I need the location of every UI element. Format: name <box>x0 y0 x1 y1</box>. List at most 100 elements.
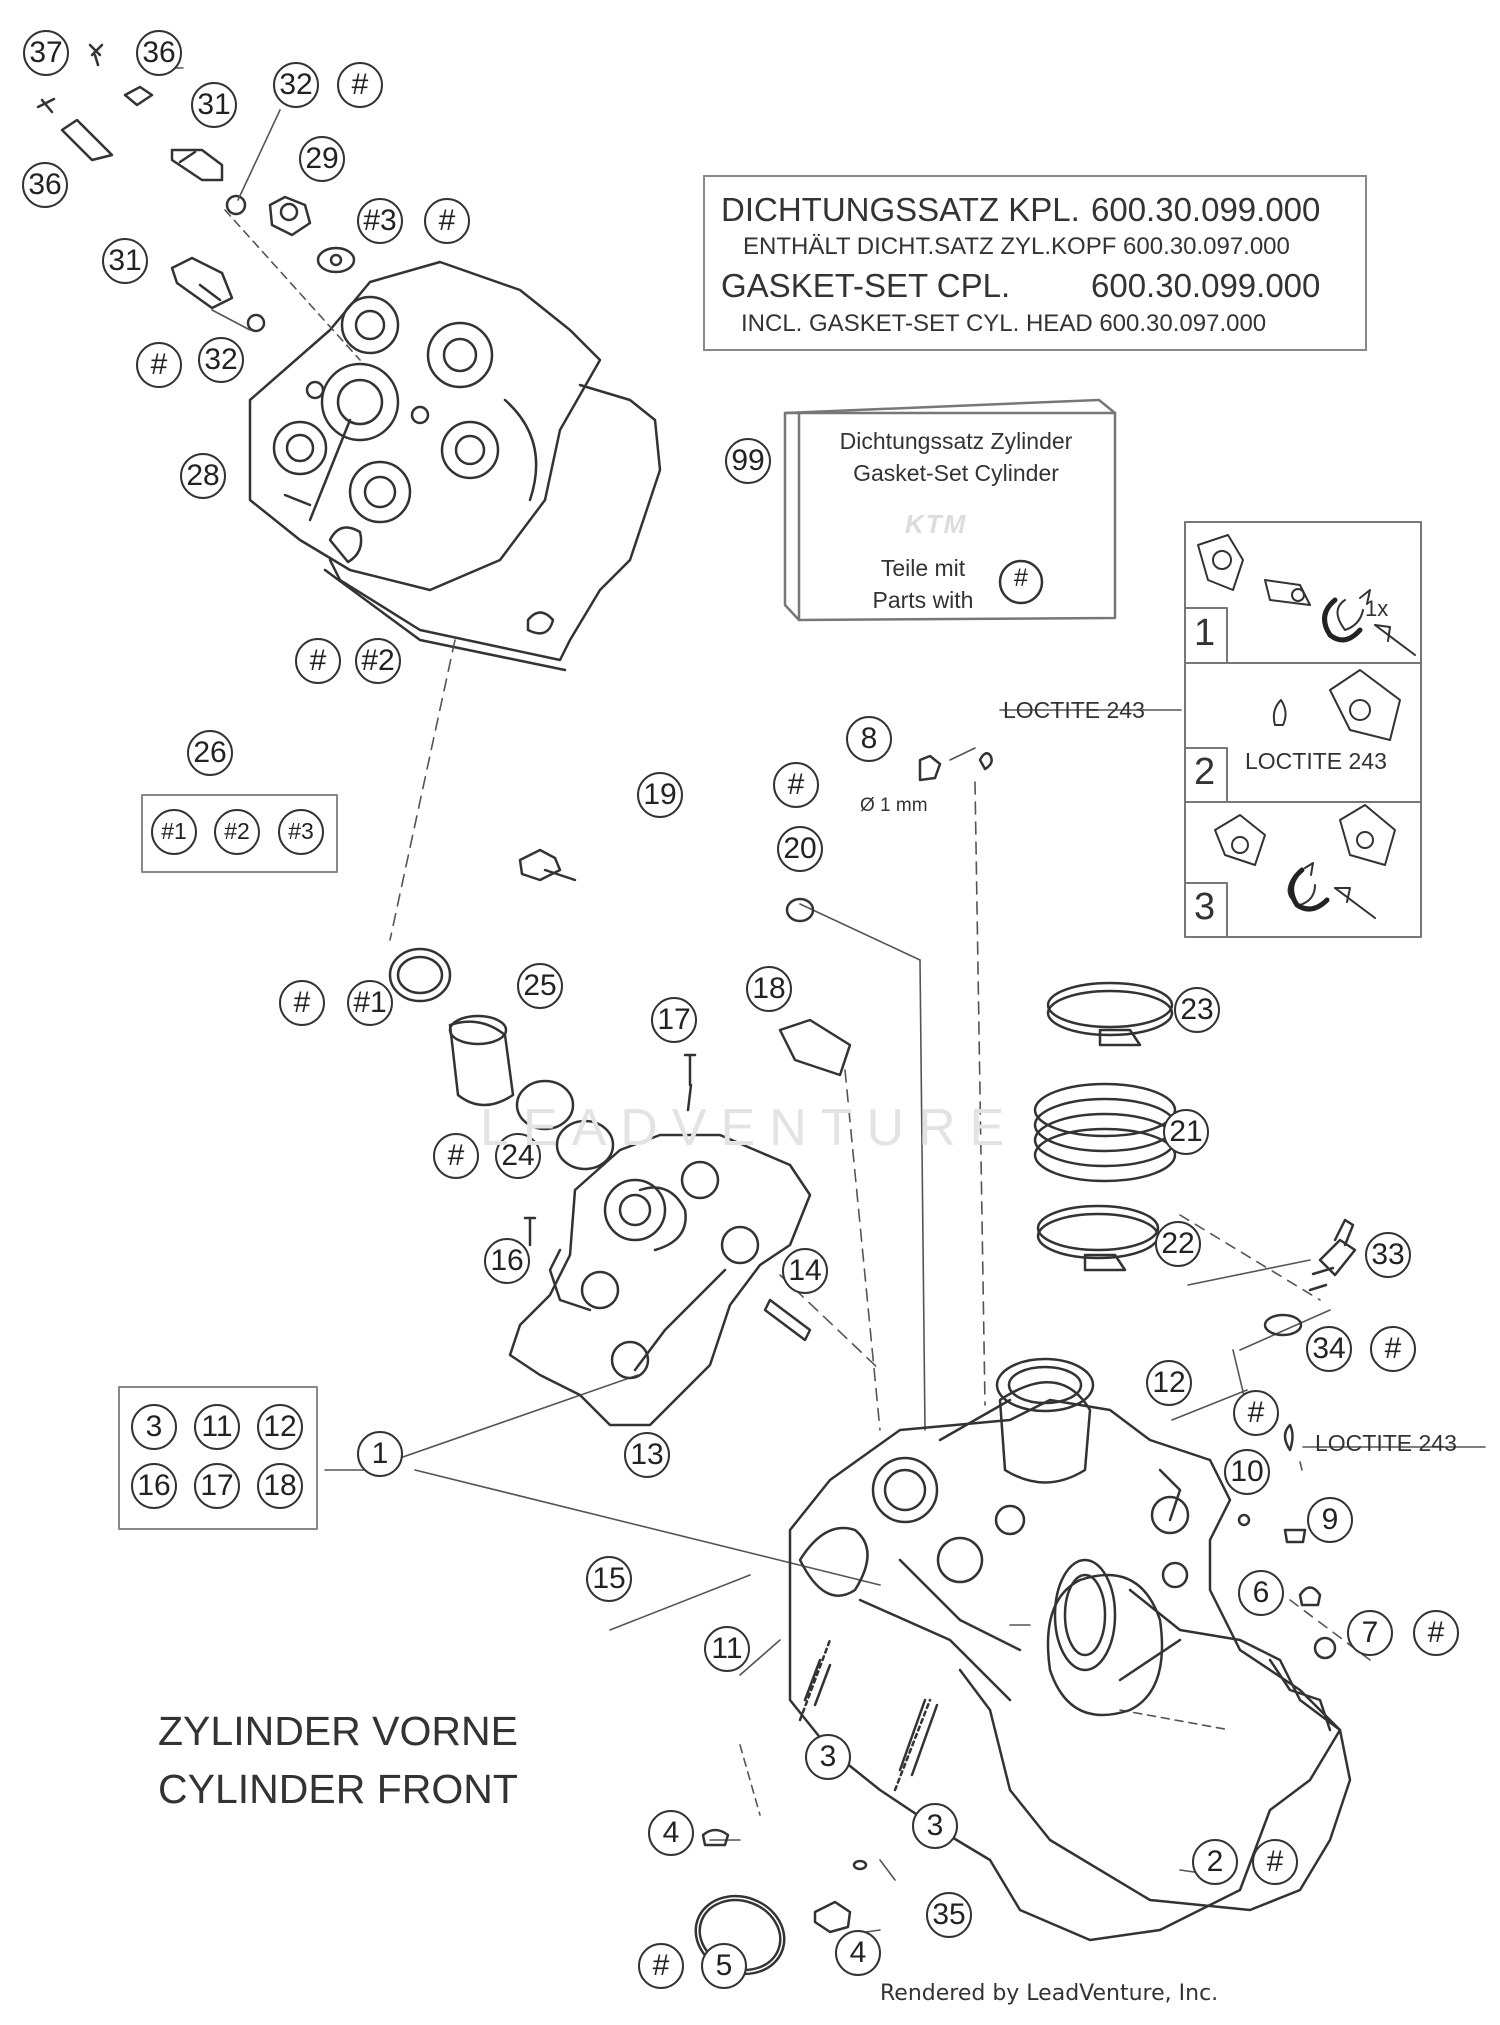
callout-18: 18 <box>746 966 792 1012</box>
group-26-item: #1 <box>151 809 197 855</box>
callout-21: 21 <box>1163 1109 1209 1155</box>
callout-14: 14 <box>782 1248 828 1294</box>
title-line-2: CYLINDER FRONT <box>158 1766 518 1812</box>
callout-13: 13 <box>624 1432 670 1478</box>
group-1-item: 16 <box>131 1463 177 1509</box>
steps-drawings <box>1197 534 1416 919</box>
callout-15: 15 <box>586 1556 632 1602</box>
callout-8: 8 <box>846 716 892 762</box>
step-2-number: 2 <box>1194 751 1216 793</box>
callout-hash2: #2 <box>355 638 401 684</box>
callout-99: 99 <box>725 438 771 484</box>
kit-line4: Parts with <box>872 587 974 613</box>
step-3-number: 3 <box>1194 886 1216 928</box>
group-26-item: #2 <box>214 809 260 855</box>
callout-32: 32 <box>273 62 319 108</box>
kit-box-drawing <box>783 398 1117 622</box>
callout-4: 4 <box>835 1930 881 1976</box>
callout-hash: # <box>1252 1839 1298 1885</box>
callout-22: 22 <box>1155 1221 1201 1267</box>
middle-parts <box>388 752 1357 1660</box>
callout-hash3: #3 <box>357 198 403 244</box>
callout-20: 20 <box>777 826 823 872</box>
callout-33: 33 <box>1365 1232 1411 1278</box>
title-line-1: ZYLINDER VORNE <box>158 1708 518 1754</box>
callout-24: 24 <box>495 1133 541 1179</box>
gasket-line2: ENTHÄLT DICHT.SATZ ZYL.KOPF 600.30.097.0… <box>743 233 1290 260</box>
callout-32: 32 <box>198 337 244 383</box>
gasket-line3-number: 600.30.099.000 <box>1091 267 1321 304</box>
callout-hash: # <box>337 62 383 108</box>
callout-31: 31 <box>102 238 148 284</box>
callout-34: 34 <box>1306 1326 1352 1372</box>
kit-line2: Gasket-Set Cylinder <box>853 460 1059 486</box>
callout-6: 6 <box>1238 1570 1284 1616</box>
kit-line3: Teile mit <box>880 555 966 581</box>
diagram-title: ZYLINDER VORNE CYLINDER FRONT <box>158 1702 518 1818</box>
callout-1: 1 <box>357 1431 403 1477</box>
callout-5: 5 <box>701 1943 747 1989</box>
callout-7: 7 <box>1347 1610 1393 1656</box>
callout-hash: # <box>773 762 819 808</box>
callout-29: 29 <box>299 136 345 182</box>
rotate-arrow-icon <box>1322 597 1363 643</box>
callout-31: 31 <box>191 82 237 128</box>
callout-hash: # <box>136 342 182 388</box>
group-1-item: 17 <box>194 1463 240 1509</box>
kit-symbol: # <box>1014 564 1028 592</box>
gasket-line1-label: DICHTUNGSSATZ KPL. <box>721 191 1080 228</box>
callout-hash: # <box>1233 1390 1279 1436</box>
callout-10: 10 <box>1224 1449 1270 1495</box>
callout-26: 26 <box>187 730 233 776</box>
fastener-parts-top <box>36 43 356 333</box>
callout-4: 4 <box>648 1810 694 1856</box>
callout-28: 28 <box>180 453 226 499</box>
valve-cover-drawing <box>248 260 662 672</box>
render-credit: Rendered by LeadVenture, Inc. <box>880 1981 1219 2006</box>
callout-hash: # <box>638 1943 684 1989</box>
callout-11: 11 <box>704 1626 750 1672</box>
callout-37: 37 <box>23 30 69 76</box>
callout-hash: # <box>1370 1326 1416 1372</box>
step-1-number: 1 <box>1194 612 1216 654</box>
callout-36: 36 <box>136 30 182 76</box>
group-26-item: #3 <box>278 809 324 855</box>
callout-3: 3 <box>805 1734 851 1780</box>
callout-hash1: #1 <box>347 980 393 1026</box>
callout-9: 9 <box>1307 1497 1353 1543</box>
step-1-note: 1x <box>1365 596 1389 621</box>
camshaft-carrier-drawing <box>508 1133 812 1427</box>
callout-2: 2 <box>1192 1839 1238 1885</box>
callout-17: 17 <box>651 997 697 1043</box>
dimension-note: Ø 1 mm <box>860 795 928 816</box>
group-1-item: 12 <box>257 1404 303 1450</box>
callout-25: 25 <box>517 963 563 1009</box>
loctite-label: LOCTITE 243 <box>1315 1430 1457 1456</box>
watermark: LEADVENTURE <box>480 1099 1019 1157</box>
kit-line1: Dichtungssatz Zylinder <box>839 428 1073 454</box>
step-2-note: LOCTITE 243 <box>1245 748 1387 774</box>
callout-hash: # <box>295 638 341 684</box>
group-1-item: 11 <box>194 1404 240 1450</box>
callout-16: 16 <box>484 1238 530 1284</box>
callout-12: 12 <box>1146 1360 1192 1406</box>
gasket-line3-label: GASKET-SET CPL. <box>721 267 1011 304</box>
gasket-set-box: DICHTUNGSSATZ KPL. 600.30.099.000 ENTHÄL… <box>703 175 1367 351</box>
callout-hash: # <box>1413 1610 1459 1656</box>
callout-hash: # <box>279 980 325 1026</box>
leader-lines <box>159 67 1486 1936</box>
steps-panel-drawing <box>1184 521 1422 938</box>
group-1-item: 3 <box>131 1404 177 1450</box>
gasket-line1-number: 600.30.099.000 <box>1091 191 1321 228</box>
callout-23: 23 <box>1174 987 1220 1033</box>
callout-3: 3 <box>912 1803 958 1849</box>
ktm-logo: KTM <box>905 509 968 539</box>
callout-36: 36 <box>22 162 68 208</box>
callout-hash: # <box>433 1133 479 1179</box>
rotate-arrow-icon <box>1289 867 1330 912</box>
gasket-line4: INCL. GASKET-SET CYL. HEAD 600.30.097.00… <box>741 310 1267 337</box>
callout-35: 35 <box>926 1892 972 1938</box>
callout-19: 19 <box>637 772 683 818</box>
